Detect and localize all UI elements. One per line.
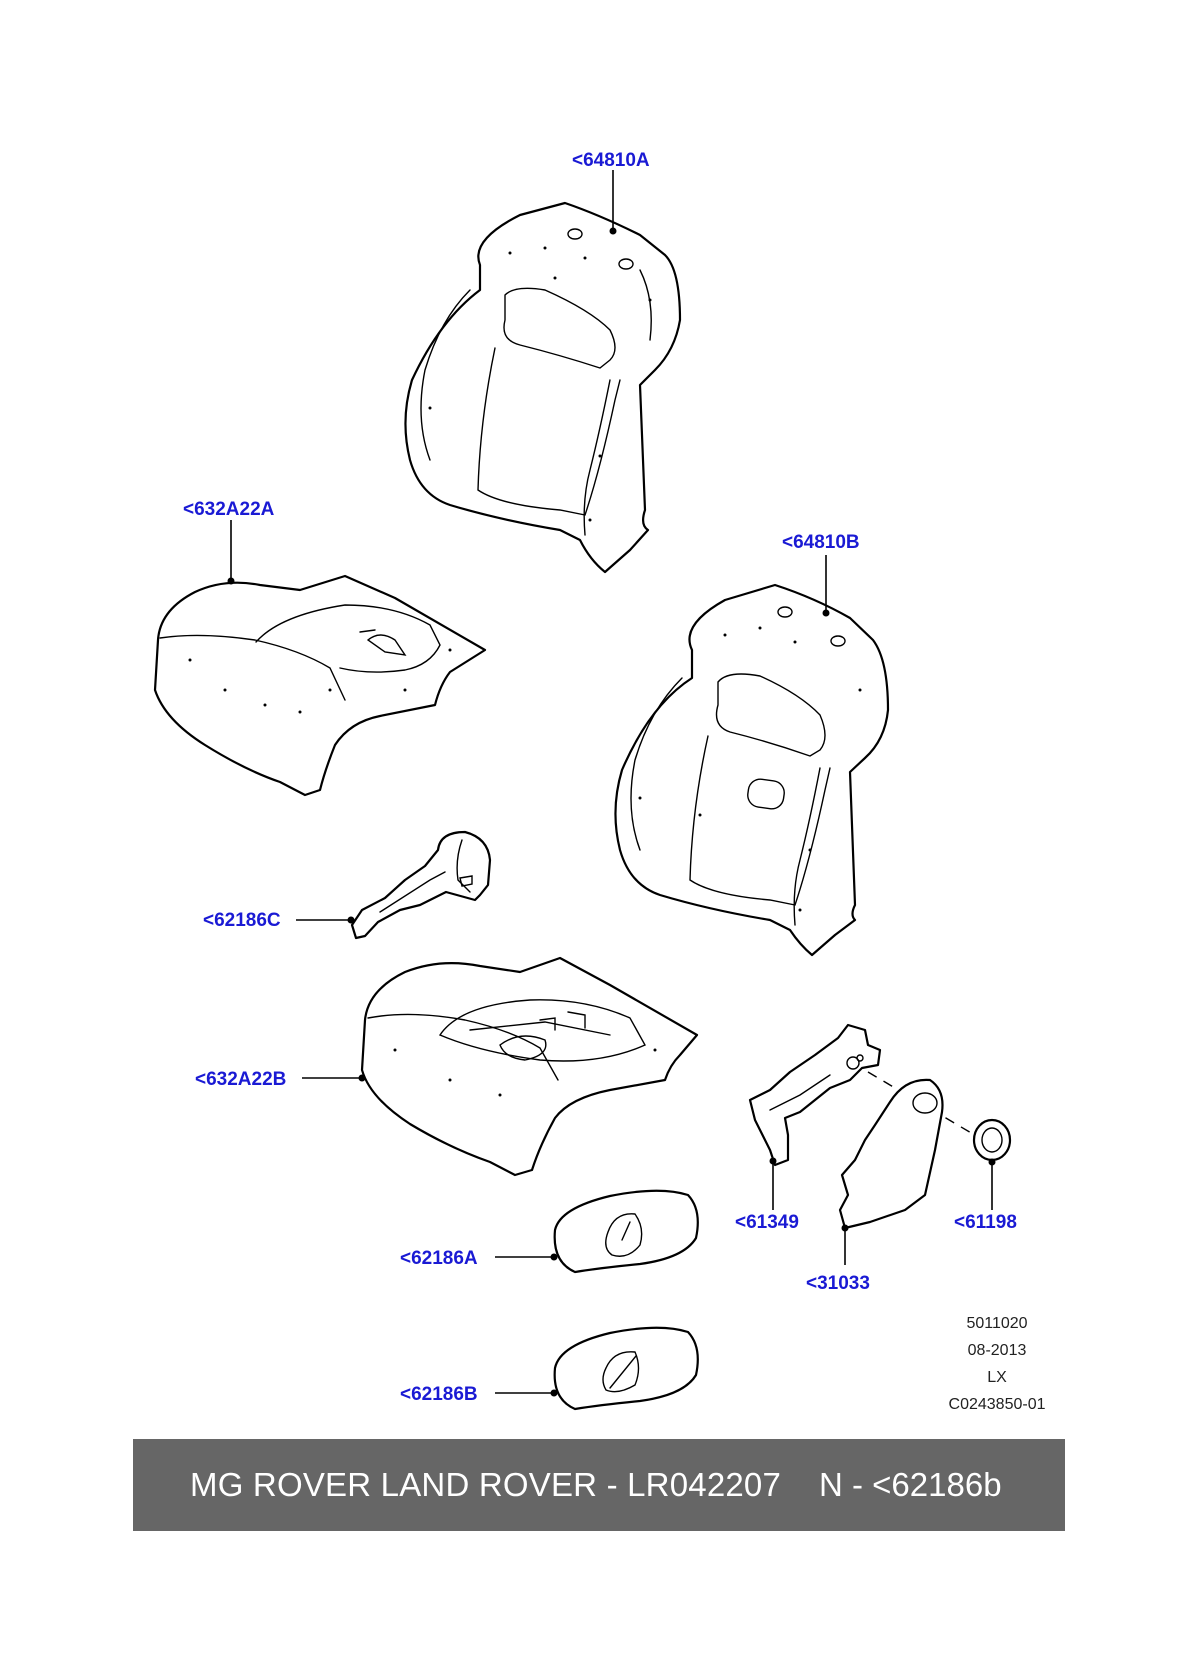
leader-dot-632A22A xyxy=(227,577,235,585)
seat-cushion-cover-b xyxy=(360,956,699,1177)
callout-64810B[interactable]: <64810B xyxy=(782,532,860,553)
leader-dot-61198 xyxy=(988,1158,996,1166)
callout-62186B[interactable]: <62186B xyxy=(400,1384,478,1405)
caption-bar: MG ROVER LAND ROVER - LR042207 N - <6218… xyxy=(133,1439,1065,1531)
callout-31033[interactable]: <31033 xyxy=(806,1273,870,1294)
leader-dot-62186B xyxy=(550,1389,558,1397)
leader-dot-31033 xyxy=(841,1224,849,1232)
diagram-model-code: LX xyxy=(987,1369,1007,1386)
callout-632A22A[interactable]: <632A22A xyxy=(183,499,275,520)
leader-dot-62186A xyxy=(550,1253,558,1261)
callout-632A22B[interactable]: <632A22B xyxy=(195,1069,286,1090)
pivot-cover-cap xyxy=(972,1118,1012,1162)
callout-62186A[interactable]: <62186A xyxy=(400,1248,478,1269)
callout-61349[interactable]: <61349 xyxy=(735,1212,799,1233)
switch-bezel-a xyxy=(553,1189,699,1274)
leader-dot-61349 xyxy=(769,1157,777,1165)
caption-part-number: MG ROVER LAND ROVER - LR042207 xyxy=(190,1466,782,1503)
switch-bezel-b xyxy=(553,1326,699,1411)
seat-cushion-cover-a xyxy=(153,574,487,797)
diagram-reference: C0243850-01 xyxy=(949,1396,1046,1413)
diagram-date: 08-2013 xyxy=(968,1342,1027,1359)
caption-item-reference: N - <62186b xyxy=(819,1466,1002,1503)
leader-dot-64810B xyxy=(822,609,830,617)
trim-bracket-c xyxy=(350,830,492,940)
callout-64810A[interactable]: <64810A xyxy=(572,150,650,171)
seat-side-trim xyxy=(838,1078,944,1230)
seat-back-cover-b xyxy=(614,583,890,957)
leader-dot-64810A xyxy=(609,227,617,235)
diagram-number: 5011020 xyxy=(966,1315,1027,1332)
seat-back-cover-a xyxy=(404,201,682,574)
callout-61198[interactable]: <61198 xyxy=(954,1212,1017,1233)
leader-dot-632A22B xyxy=(358,1074,366,1082)
callout-62186C[interactable]: <62186C xyxy=(203,910,281,931)
leader-dot-62186C xyxy=(347,916,355,924)
